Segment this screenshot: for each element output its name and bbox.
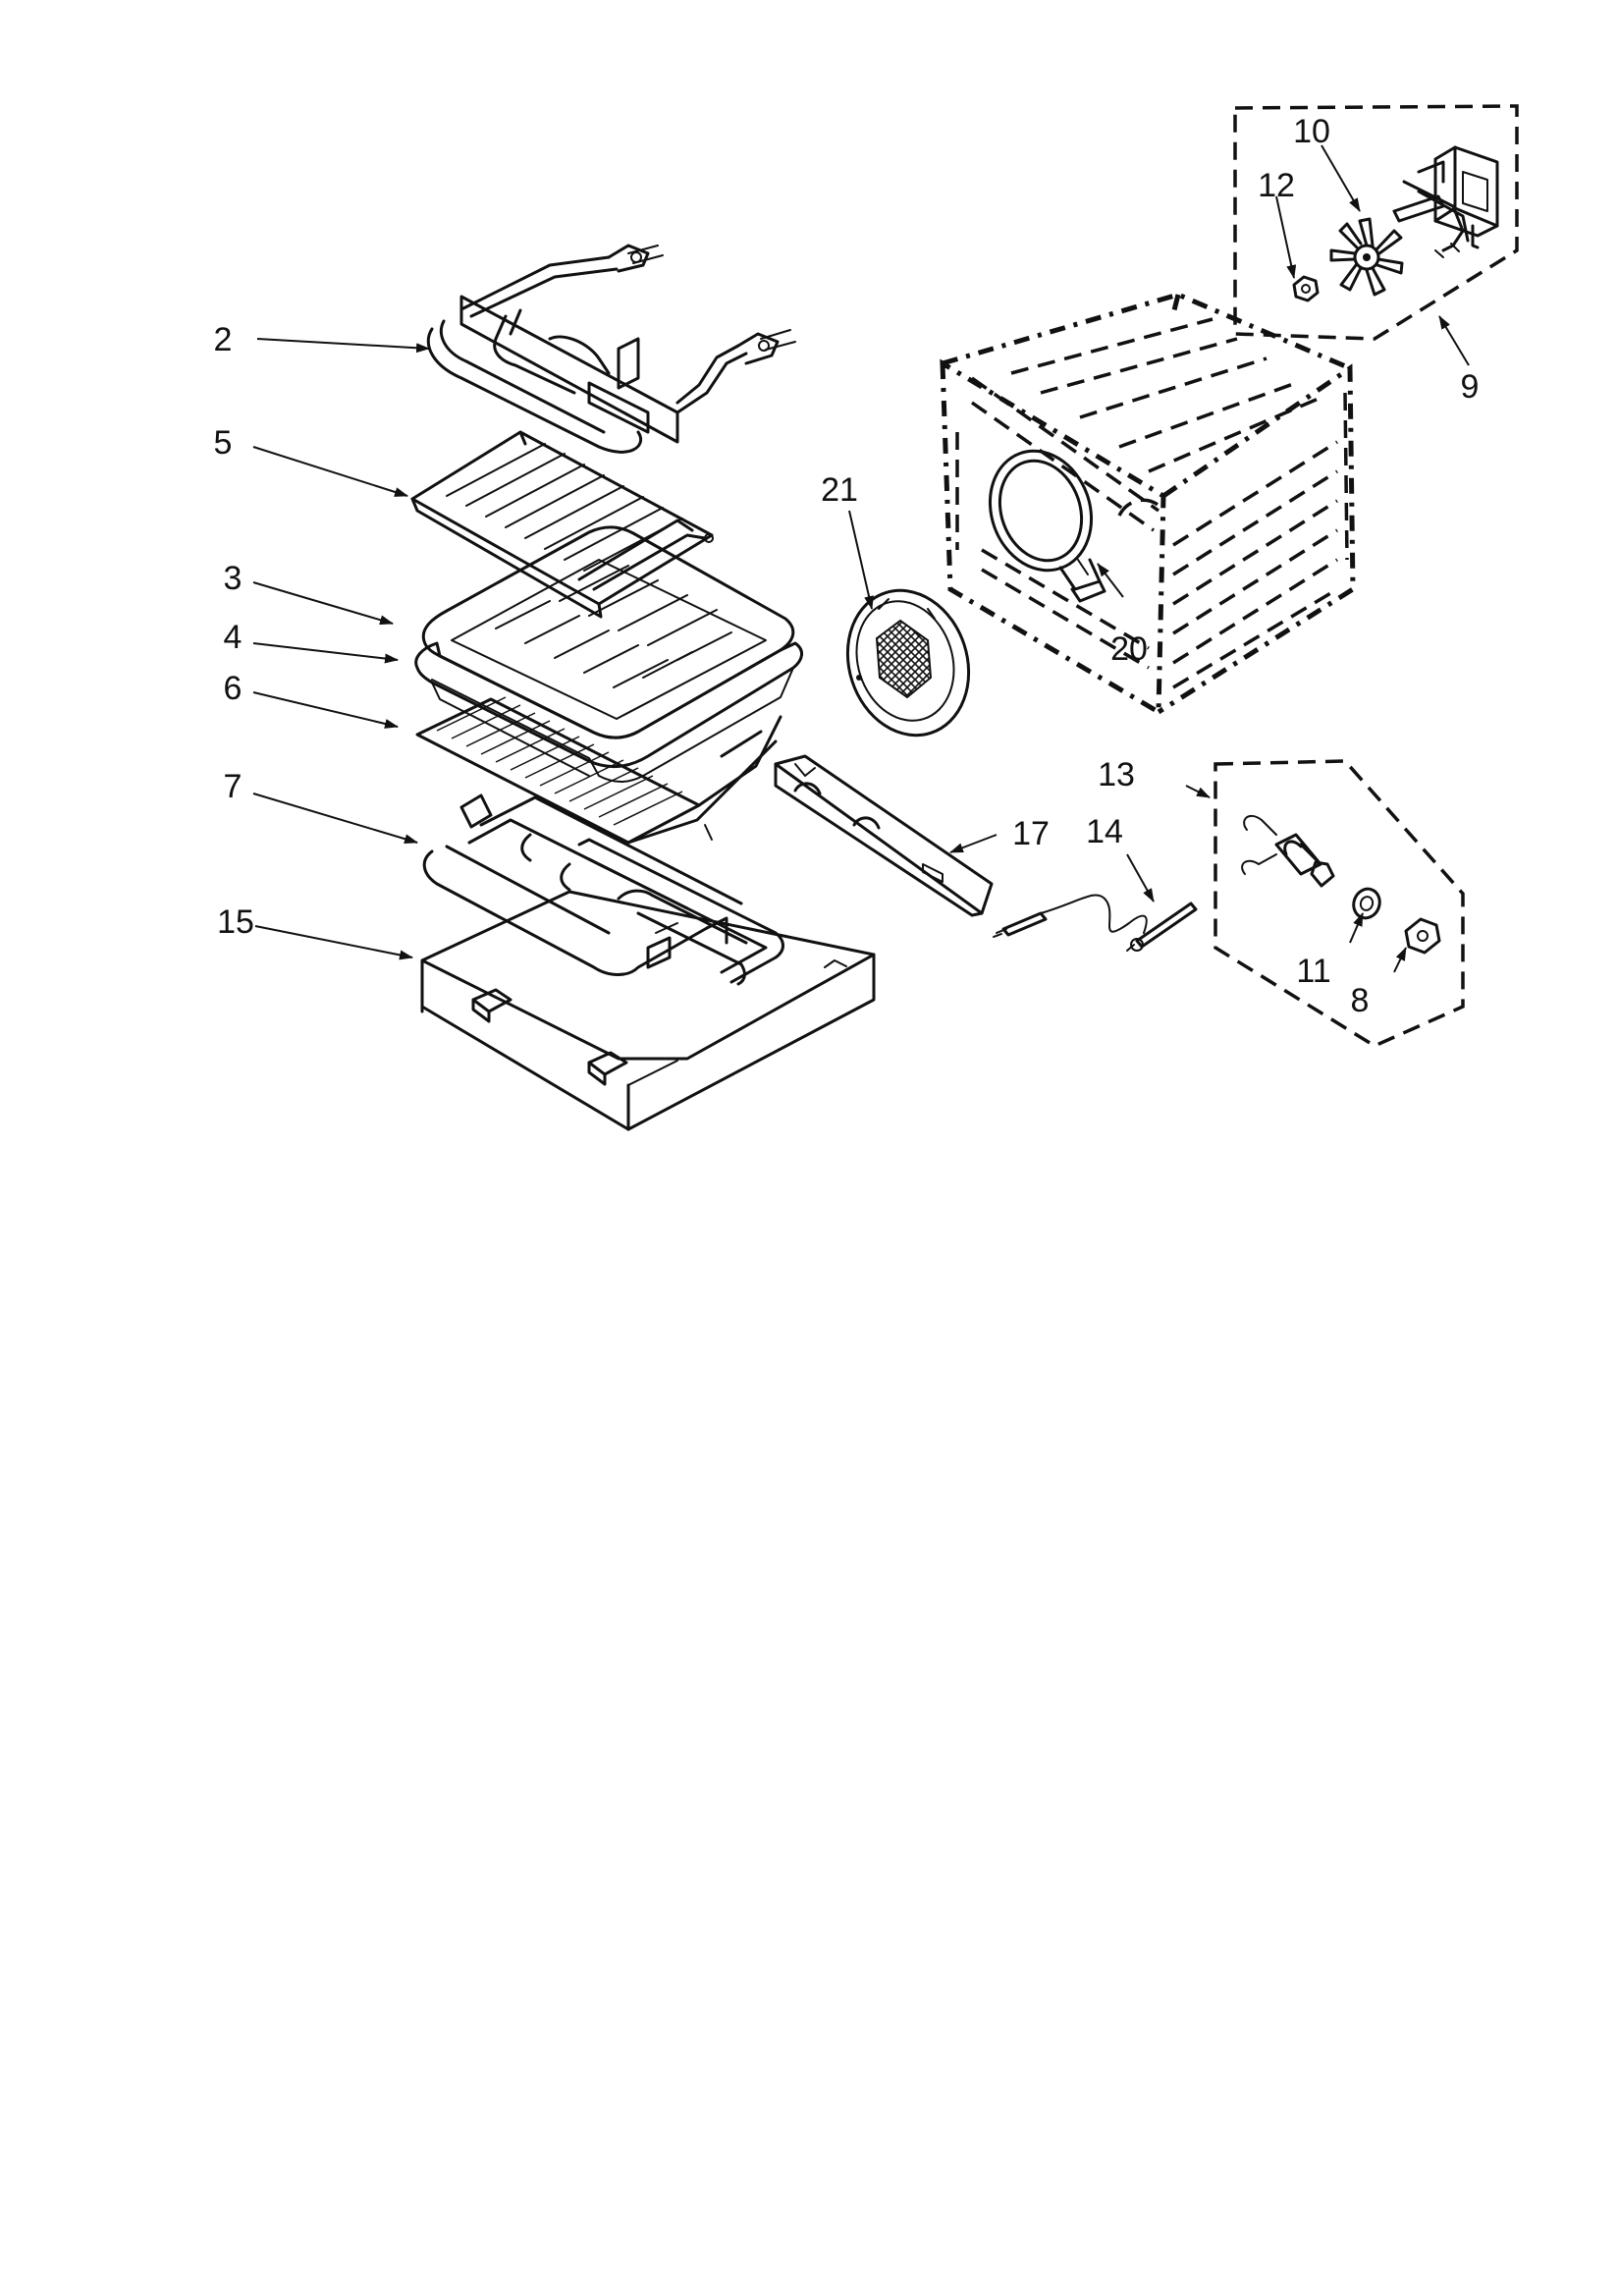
- oven-rack-part: [415, 696, 782, 845]
- fan-blade-icon: [1329, 217, 1404, 297]
- callout-7: 7: [224, 768, 243, 805]
- bracket-part: [774, 754, 994, 917]
- callout-4: 4: [224, 619, 243, 656]
- fan-cover-part: [845, 588, 971, 738]
- convection-element-part: [988, 449, 1106, 603]
- washer-icon: [1352, 887, 1381, 920]
- callout-6: 6: [224, 670, 243, 707]
- bottom-tray-part: [420, 890, 876, 1131]
- callout-2: 2: [214, 321, 233, 358]
- meat-probe-part: [993, 894, 1198, 952]
- broil-element-part: [426, 244, 796, 454]
- oven-cavity-phantom: [940, 292, 1356, 717]
- fan-motor-assembly-part: [1233, 104, 1519, 341]
- callout-13: 13: [1098, 756, 1135, 793]
- callout-8: 8: [1351, 982, 1370, 1019]
- callout-leaders: [252, 144, 1470, 973]
- callout-17: 17: [1012, 815, 1050, 852]
- callout-9: 9: [1461, 368, 1480, 406]
- callout-11: 11: [1296, 953, 1330, 990]
- nut-small-icon: [1292, 275, 1320, 302]
- callout-15: 15: [217, 903, 254, 941]
- bake-element-part: [422, 793, 784, 986]
- callout-10: 10: [1293, 113, 1330, 150]
- callout-5: 5: [214, 424, 233, 462]
- callout-labels: 2 5 3 4 6 7 15 17 14 13 11 8 12 10 9 20 …: [214, 113, 1480, 1019]
- broiler-pan-grid-part: [410, 430, 714, 619]
- callout-14: 14: [1086, 813, 1123, 850]
- callout-3: 3: [224, 560, 243, 597]
- nut-large-icon: [1404, 917, 1441, 955]
- callout-21: 21: [821, 471, 858, 509]
- callout-20: 20: [1110, 630, 1148, 668]
- sensor-assembly-part: [1214, 759, 1465, 1048]
- callout-12: 12: [1258, 167, 1295, 204]
